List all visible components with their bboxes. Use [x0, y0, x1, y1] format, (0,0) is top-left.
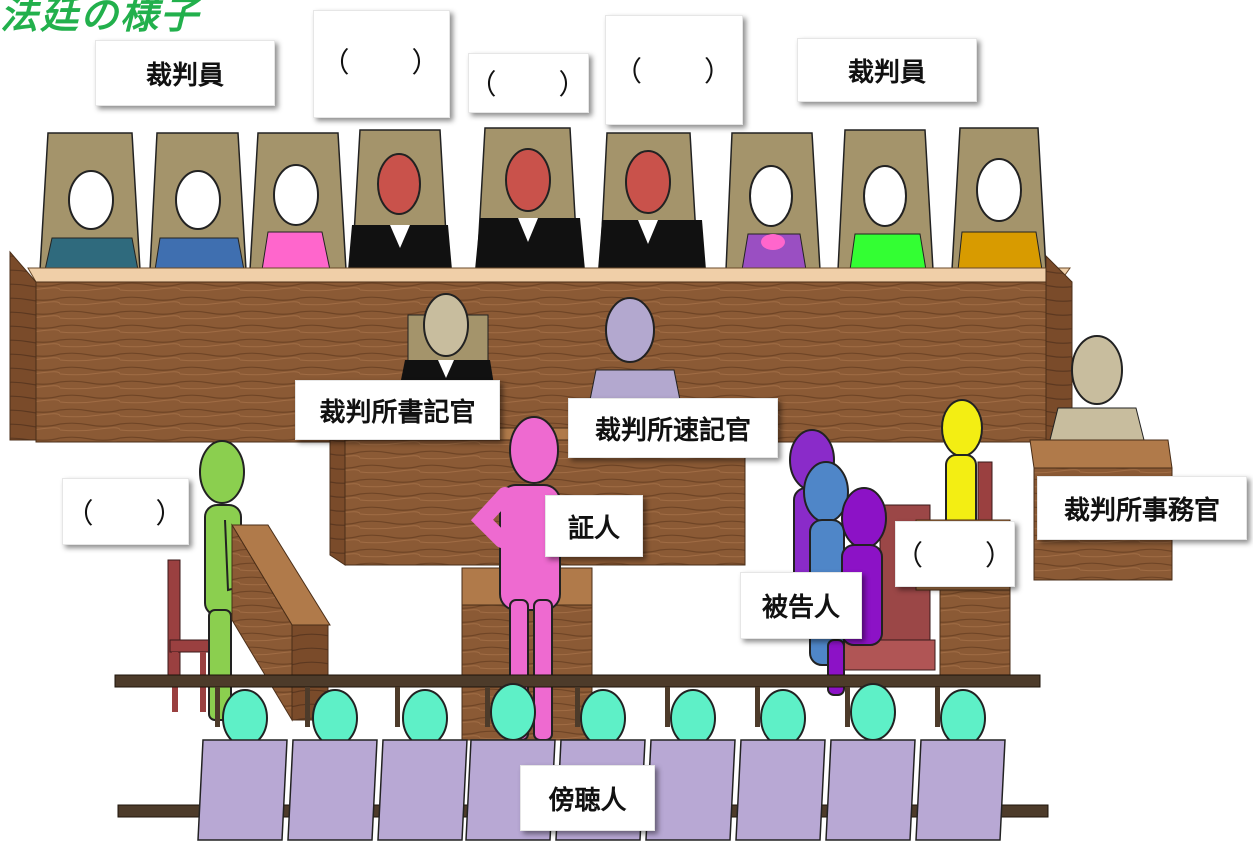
- audience-seat-9: [915, 739, 1006, 841]
- judge-3-robe: [598, 220, 706, 270]
- lay-judge-1-head: [68, 170, 114, 230]
- label-court-secretary: 裁判所事務官: [1037, 476, 1247, 540]
- rail-post-6: [665, 687, 670, 727]
- audience-head-7: [760, 689, 806, 747]
- audience-head-2: [312, 689, 358, 747]
- judge-3-collar: [638, 220, 658, 244]
- lay-judge-3-head: [273, 164, 319, 226]
- label-blank-right[interactable]: （ ）: [895, 521, 1015, 587]
- label-lay-judge-right: 裁判員: [797, 38, 977, 102]
- audience-seat-3: [377, 739, 468, 841]
- judge-1-collar: [390, 225, 410, 248]
- bench-front: [35, 281, 1073, 443]
- lay-judge-6-head: [976, 158, 1022, 222]
- label-blank-left[interactable]: （ ）: [62, 478, 189, 545]
- audience-seat-6: [645, 739, 736, 841]
- witness-arm: [470, 487, 513, 548]
- bench-top: [27, 267, 1071, 283]
- audience-head-5: [580, 689, 626, 747]
- label-court-stenographer: 裁判所速記官: [568, 398, 778, 458]
- left-chair-seat: [169, 639, 211, 653]
- rail-post-3: [395, 687, 400, 727]
- defendant-3-head: [841, 487, 887, 549]
- witness-leg-2: [533, 599, 553, 741]
- lay-judge-1-body: [44, 237, 139, 271]
- label-court-clerk: 裁判所書記官: [295, 380, 500, 440]
- witness-head: [509, 416, 559, 484]
- rail-post-2: [305, 687, 310, 727]
- label-lay-judge-left: 裁判員: [95, 40, 275, 106]
- audience-seat-8: [825, 739, 916, 841]
- bench-left-end: [9, 250, 37, 441]
- officer-head: [941, 399, 983, 457]
- judge-1-head: [377, 153, 421, 215]
- lay-judge-2-head: [175, 170, 221, 230]
- judge-2-head: [505, 148, 551, 212]
- stenographer-head: [605, 297, 655, 363]
- rail-post-9: [935, 687, 940, 727]
- label-defendant: 被告人: [740, 572, 862, 639]
- audience-head-8: [850, 683, 896, 741]
- lay-judge-3-body: [261, 231, 331, 271]
- left-counsel-area: [167, 440, 331, 722]
- audience-head-1: [222, 689, 268, 747]
- judges-bench: [9, 250, 1073, 443]
- judge-2-robe: [475, 218, 585, 270]
- left-counsel-head: [199, 440, 245, 504]
- audience-seat-1: [197, 739, 288, 841]
- lay-judge-4-collar: [761, 234, 785, 250]
- lay-judge-5-head: [863, 165, 907, 227]
- audience-seat-7: [735, 739, 826, 841]
- right-desk-front: [939, 589, 1011, 686]
- bench-people: [44, 148, 1043, 271]
- judge-3-head: [625, 150, 671, 214]
- rail-post-8: [845, 687, 850, 727]
- label-blank-center[interactable]: （ ）: [468, 53, 589, 113]
- lay-judge-4-head: [749, 165, 793, 227]
- label-blank-1[interactable]: （ ）: [313, 10, 450, 118]
- label-witness: 証人: [545, 495, 643, 557]
- lay-judge-5-body: [849, 233, 927, 271]
- audience-head-3: [402, 689, 448, 747]
- audience-head-9: [940, 689, 986, 747]
- rail-post-1: [215, 687, 220, 727]
- stenographer-body: [589, 369, 681, 401]
- label-audience: 傍聴人: [520, 765, 655, 831]
- clerk-collar: [438, 360, 454, 378]
- clerk-area: [400, 293, 681, 401]
- audience-head-6: [670, 689, 716, 747]
- secretary-head: [1071, 335, 1123, 405]
- rail-post-5: [575, 687, 580, 727]
- rail-post-4: [485, 687, 490, 727]
- left-desk-side: [231, 523, 293, 722]
- rail-post-7: [755, 687, 760, 727]
- judge-2-collar: [518, 218, 538, 242]
- clerk-head: [423, 293, 469, 357]
- lay-judge-6-body: [957, 231, 1043, 271]
- audience-head-4: [490, 683, 536, 741]
- clerk-desk-side: [329, 426, 346, 566]
- lay-judge-2-body: [154, 237, 245, 271]
- witness-area: [461, 416, 593, 741]
- secretary-desk-top: [1029, 439, 1173, 469]
- page-title: 法廷の様子: [0, 0, 201, 37]
- label-blank-2[interactable]: （ ）: [605, 15, 743, 125]
- rail-top: [114, 674, 1041, 688]
- audience-seat-2: [287, 739, 378, 841]
